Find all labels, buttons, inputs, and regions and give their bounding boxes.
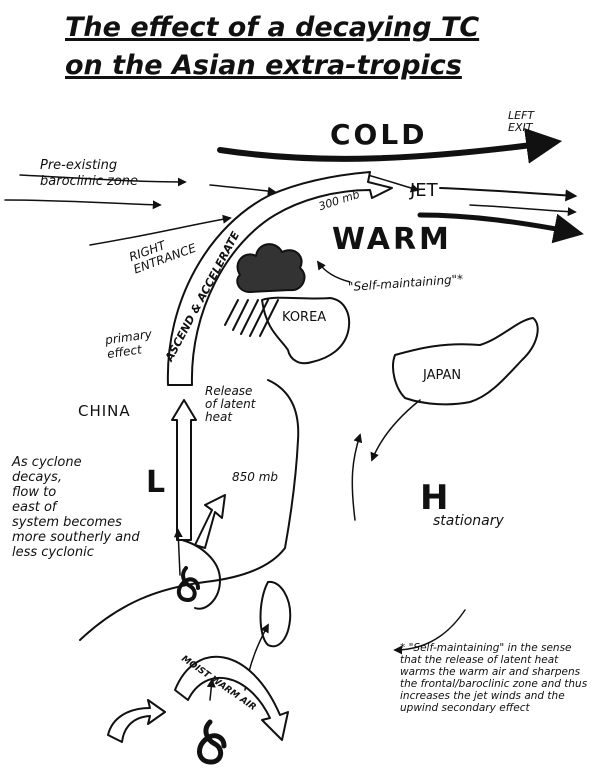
cyclone-note: As cyclone decays, flow to east of syste…: [12, 455, 140, 560]
latent-heat-arrow: [172, 400, 196, 540]
japan-label: JAPAN: [423, 368, 461, 383]
stationary-label: stationary: [433, 513, 504, 529]
cloud-icon: [237, 244, 304, 292]
latent-heat-label: Release of latent heat: [205, 385, 255, 424]
baroclinic-arrow: [5, 200, 160, 205]
jet-label: JET: [410, 180, 438, 201]
high-arrow: [372, 400, 420, 460]
self-maintaining-arrow: [318, 262, 350, 282]
warm-label: WARM: [332, 222, 452, 257]
cyclone-symbol-icon: [179, 568, 198, 600]
diagram-title-line2: on the Asian extra-tropics: [65, 50, 462, 81]
baroclinic-arrow: [210, 185, 275, 192]
high-label: H: [420, 478, 448, 518]
korea-label: KOREA: [282, 310, 326, 325]
japan-outline: [393, 318, 538, 404]
left-exit-label: LEFT EXIT: [508, 110, 534, 134]
china-label: CHINA: [78, 402, 131, 420]
upper-right-arrow: [440, 188, 575, 196]
low-label: L: [146, 465, 165, 500]
footnote: * "Self-maintaining" in the sense that t…: [400, 642, 590, 714]
high-arrow: [352, 435, 360, 520]
850mb-label: 850 mb: [232, 470, 278, 484]
flow-arrow: [470, 205, 575, 212]
taiwan-outline: [261, 582, 291, 646]
diagram-title-line1: The effect of a decaying TC: [65, 12, 479, 43]
cold-label: COLD: [330, 118, 427, 151]
swirl-arrow: [108, 700, 165, 742]
cyclone-symbol-icon: [199, 722, 224, 762]
850mb-band: [195, 495, 225, 548]
pre-existing-label: Pre-existing baroclinic zone: [40, 158, 138, 190]
rain-hatching-icon: [225, 300, 278, 336]
